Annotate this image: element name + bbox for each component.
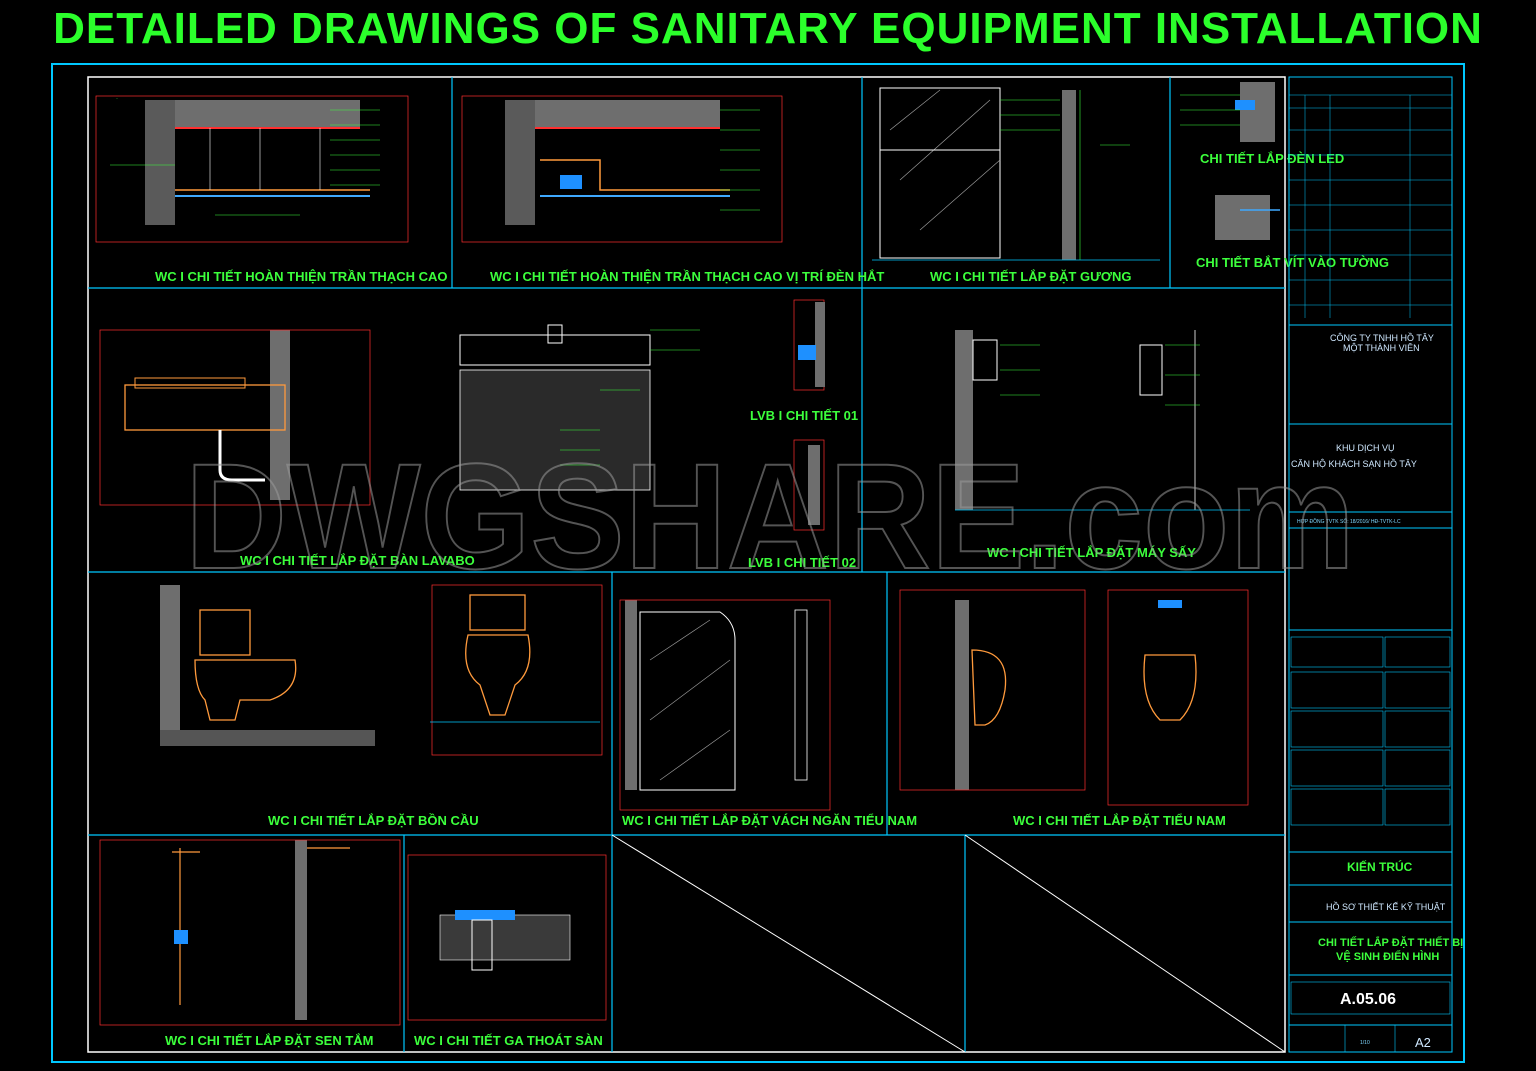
shower-detail-drawing	[99, 839, 401, 1026]
panel-title-lavabo: WC I CHI TIẾT LẮP ĐẶT BÀN LAVABO	[240, 553, 475, 568]
project-name-line2: CĂN HỘ KHÁCH SẠN HỒ TÂY	[1291, 458, 1417, 469]
panel-title-toilet: WC I CHI TIẾT LẮP ĐẶT BỒN CẦU	[268, 813, 479, 828]
ceiling-detail-drawing: ·	[95, 95, 409, 243]
empty-panels	[611, 834, 1286, 1053]
revision-table	[1289, 94, 1452, 318]
title-block-frame	[1288, 76, 1453, 1053]
mirror-detail-drawing	[872, 87, 1160, 261]
paper-size: A2	[1415, 1035, 1431, 1050]
panel-title-ceiling: WC I CHI TIẾT HOÀN THIỆN TRẦN THẠCH CAO	[155, 269, 447, 284]
watermark: DWGSHARE.com	[185, 432, 1355, 600]
toilet-detail-drawing	[160, 584, 603, 756]
svg-text:·: ·	[116, 96, 118, 102]
panel-title-partition: WC I CHI TIẾT LẮP ĐẶT VÁCH NGĂN TIỂU NAM	[622, 813, 917, 828]
signature-rows	[1290, 636, 1451, 1052]
discipline: KIẾN TRÚC	[1347, 859, 1413, 874]
panel-title-lvb1: LVB I CHI TIẾT 01	[750, 408, 858, 423]
company-name-line1: CÔNG TY TNHH HỒ TÂY	[1330, 332, 1434, 343]
drain-detail-drawing	[407, 854, 607, 1021]
sheet-title-line2: VỆ SINH ĐIỂN HÌNH	[1336, 950, 1439, 963]
led-detail-drawing	[1180, 82, 1280, 240]
sheet-title-line1: CHI TIẾT LẮP ĐẶT THIẾT BỊ	[1318, 936, 1463, 949]
partition-detail-drawing	[619, 599, 831, 811]
panel-title-drain: WC I CHI TIẾT GA THOÁT SÀN	[414, 1033, 603, 1048]
drawing-frame	[87, 76, 1286, 1053]
sheet-number: A.05.06	[1340, 991, 1396, 1008]
panel-title-dryer: WC I CHI TIẾT LẮP ĐẶT MÁY SẤY	[987, 545, 1196, 560]
panel-title-lvb2: LVB I CHI TIẾT 02	[748, 555, 856, 570]
lavabo-detail-drawing	[99, 324, 700, 506]
drawing-scale: 1/10	[1360, 1040, 1370, 1046]
ceiling-light-detail-drawing	[461, 95, 783, 243]
panel-title-mirror: WC I CHI TIẾT LẮP ĐẶT GƯƠNG	[930, 269, 1131, 284]
panel-title-led: CHI TIẾT LẮP ĐÈN LED	[1200, 151, 1344, 166]
panel-title-ceiling-light: WC I CHI TIẾT HOÀN THIỆN TRẦN THẠCH CAO …	[490, 269, 884, 284]
lvb-detail-drawing	[793, 299, 825, 531]
panel-grid	[88, 77, 1285, 1052]
company-name-line2: MỘT THÀNH VIÊN	[1343, 343, 1420, 353]
contract-number: HỢP ĐỒNG TVTK SỐ: 18/2016/ HĐ-TVTK-LC	[1297, 518, 1401, 525]
outer-frame	[51, 63, 1465, 1063]
page-title: DETAILED DRAWINGS OF SANITARY EQUIPMENT …	[53, 4, 1483, 53]
dryer-detail-drawing	[955, 330, 1250, 511]
panel-title-screw: CHI TIẾT BẮT VÍT VÀO TƯỜNG	[1196, 255, 1389, 270]
project-name-line1: KHU DỊCH VỤ	[1336, 443, 1395, 453]
urinal-detail-drawing	[899, 589, 1249, 806]
panel-title-shower: WC I CHI TIẾT LẮP ĐẶT SEN TẮM	[165, 1033, 373, 1048]
design-stage: HỒ SƠ THIẾT KẾ KỸ THUẬT	[1326, 901, 1446, 912]
panel-title-urinal: WC I CHI TIẾT LẮP ĐẶT TIỂU NAM	[1013, 813, 1226, 828]
